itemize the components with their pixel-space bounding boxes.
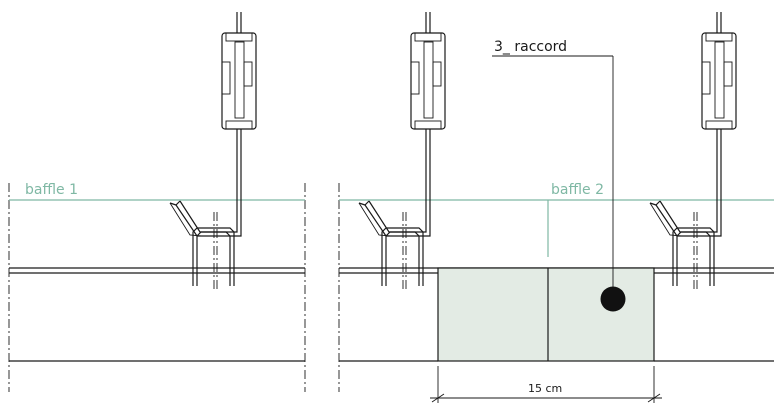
section-lines	[8, 183, 340, 392]
hanger-body-icon	[410, 32, 446, 130]
connector-leader	[492, 55, 614, 287]
hanger-assembly-3	[649, 12, 737, 290]
baffle-2-label: baffle 2	[551, 182, 604, 198]
hanger-body-icon	[221, 32, 257, 130]
baffle-1-label: baffle 1	[25, 182, 78, 198]
baffle-reference-lines	[9, 199, 774, 257]
connector-dot	[600, 286, 626, 312]
hanger-body-icon	[701, 32, 737, 130]
hanger-assembly-1	[169, 12, 257, 290]
connector-panel	[437, 267, 655, 362]
dimension-15cm	[430, 366, 662, 403]
baffle-left	[9, 267, 305, 362]
connector-label: 3_ raccord	[494, 39, 567, 55]
hanger-assembly-2	[358, 12, 446, 290]
dimension-label: 15 cm	[528, 382, 562, 395]
connector-panel-body	[437, 267, 655, 362]
